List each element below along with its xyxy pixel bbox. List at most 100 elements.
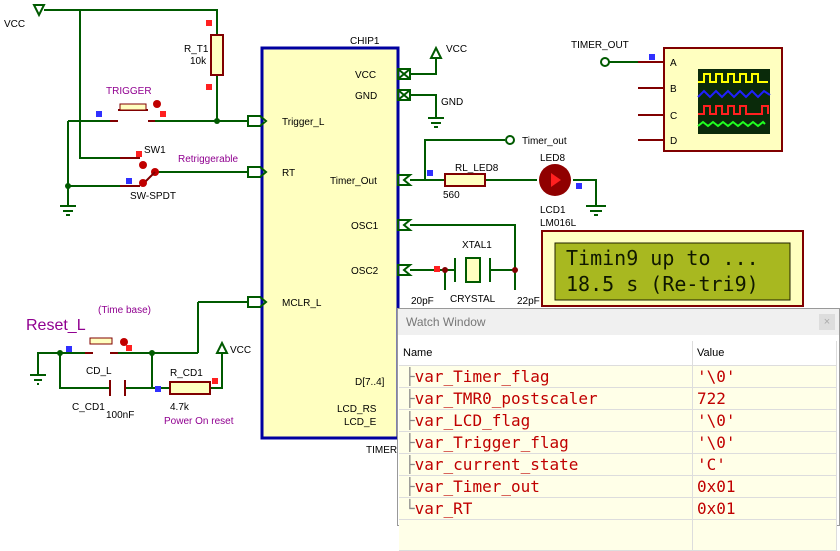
var-name: ├var_Timer_out [399,475,693,498]
var-value: '\0' [692,365,837,388]
scope-ch-d: D [670,136,677,147]
trigger-label: TRIGGER [106,86,152,97]
pin-lcd-e: LCD_E [344,417,377,428]
timer-out-label: Timer_out [522,136,567,147]
scope-ch-a: A [670,58,677,69]
sw1-switch[interactable] [120,157,156,187]
crystal-label: CRYSTAL [450,294,496,305]
pin-gnd: GND [355,91,377,102]
r-cd1-label: R_CD1 [170,368,203,379]
lcd1-label: LCD1 [540,205,566,216]
var-value: '\0' [692,409,837,432]
column-value[interactable]: Value [692,341,837,366]
timer-out-terminal [505,135,515,145]
vcc2-label: VCC [230,345,251,356]
scope-ch-b: B [670,84,677,95]
lcd-line-2: 18.5 s (Re-tri9) [566,272,759,296]
var-name-text: var_Timer_out [414,477,540,496]
rl-value: 560 [443,190,460,201]
crystal[interactable] [465,257,481,283]
pin-vcc: VCC [355,70,376,81]
vcc-label: VCC [4,19,25,30]
var-value: 722 [692,387,837,410]
schematic-canvas[interactable]: VCC R_T1 10k TRIGGER SW1 Retriggerable S… [0,0,840,526]
scope-ch-c: C [670,111,677,122]
var-name-text: var_current_state [414,455,579,474]
pin-trigger-l: Trigger_L [282,117,325,128]
tree-line-icon: ├ [405,477,415,496]
reset-label: Reset_L [26,317,86,334]
por-label: Power On reset [164,416,234,427]
watch-row[interactable]: ├var_LCD_flag'\0' [399,409,837,432]
var-value: 'C' [692,453,837,476]
watch-row[interactable]: ├var_Timer_flag'\0' [399,365,837,388]
var-name: ├var_LCD_flag [399,409,693,432]
var-name-text: var_LCD_flag [414,411,531,430]
chip-name: CHIP1 [350,36,380,47]
lcd-type-label: LM016L [540,218,577,229]
tree-line-icon: ├ [405,433,415,452]
watch-row[interactable]: ├var_current_state'C' [399,453,837,476]
tree-line-icon: ├ [405,411,415,430]
left-pins: Trigger_L RT MCLR_L [247,115,325,309]
var-name: ├var_current_state [399,453,693,476]
pin-lcd-rs: LCD_RS [337,404,377,415]
tree-line-icon: └ [405,499,415,518]
var-value: 0x01 [692,497,837,520]
var-value: '\0' [692,431,837,454]
var-name-text: var_TMR0_postscaler [414,389,598,408]
gnd-chip-label: GND [441,97,463,108]
var-name: ├var_Timer_flag [399,365,693,388]
c-cd1-label: C_CD1 [72,402,105,413]
var-name-text: var_Trigger_flag [414,433,569,452]
tree-line-icon: ├ [405,389,415,408]
pin-osc1: OSC1 [351,221,379,232]
vcc-chip-label: VCC [446,44,467,55]
trigger-button[interactable] [110,104,155,122]
r-t1-value: 10k [190,56,207,67]
var-name: ├var_TMR0_postscaler [399,387,693,410]
chip1-body[interactable] [260,46,400,440]
cd-l-label: CD_L [86,366,112,377]
timebase-label: (Time base) [98,305,151,316]
var-value: 0x01 [692,475,837,498]
resistor-r-t1[interactable] [210,34,224,76]
pin-mclr-l: MCLR_L [282,298,322,309]
var-name-text: var_RT [414,499,473,518]
r-cd1-value: 4.7k [170,402,190,413]
watch-row[interactable]: ├var_Trigger_flag'\0' [399,431,837,454]
lcd-line-1: Timin9 up to ... [566,246,759,270]
tree-line-icon: ├ [405,367,415,386]
var-name: └var_RT [399,497,693,520]
c1-label: 20pF [411,296,434,307]
close-button[interactable]: × [819,314,835,330]
xtal-label: XTAL1 [462,240,492,251]
pin-osc2: OSC2 [351,266,379,277]
c-cd1-value: 100nF [106,410,134,421]
right-pins: VCC GND Timer_Out OSC1 OSC2 D[7..4] LCD_… [330,44,467,428]
var-name: ├var_Trigger_flag [399,431,693,454]
r-t1-label: R_T1 [184,44,209,55]
chip-type: TIMER [366,445,397,456]
pin-timer-out: Timer_Out [330,176,377,187]
retrig-label: Retriggerable [178,154,238,165]
resistor-rl-led8[interactable] [444,173,486,187]
resistor-r-cd1[interactable] [169,381,211,395]
rl-led8-label: RL_LED8 [455,163,499,174]
sw1-label: SW1 [144,145,166,156]
var-name-text: var_Timer_flag [414,367,550,386]
led8-label: LED8 [540,153,565,164]
vcc-terminal-icon [32,4,46,18]
watch-window-title: Watch Window [398,309,839,335]
pin-rt: RT [282,168,295,179]
timer-out-scope-label: TIMER_OUT [571,40,629,51]
pin-d74: D[7..4] [355,377,385,388]
c2-label: 22pF [517,296,540,307]
sw-type-label: SW-SPDT [130,191,176,202]
column-name[interactable]: Name [399,341,693,366]
